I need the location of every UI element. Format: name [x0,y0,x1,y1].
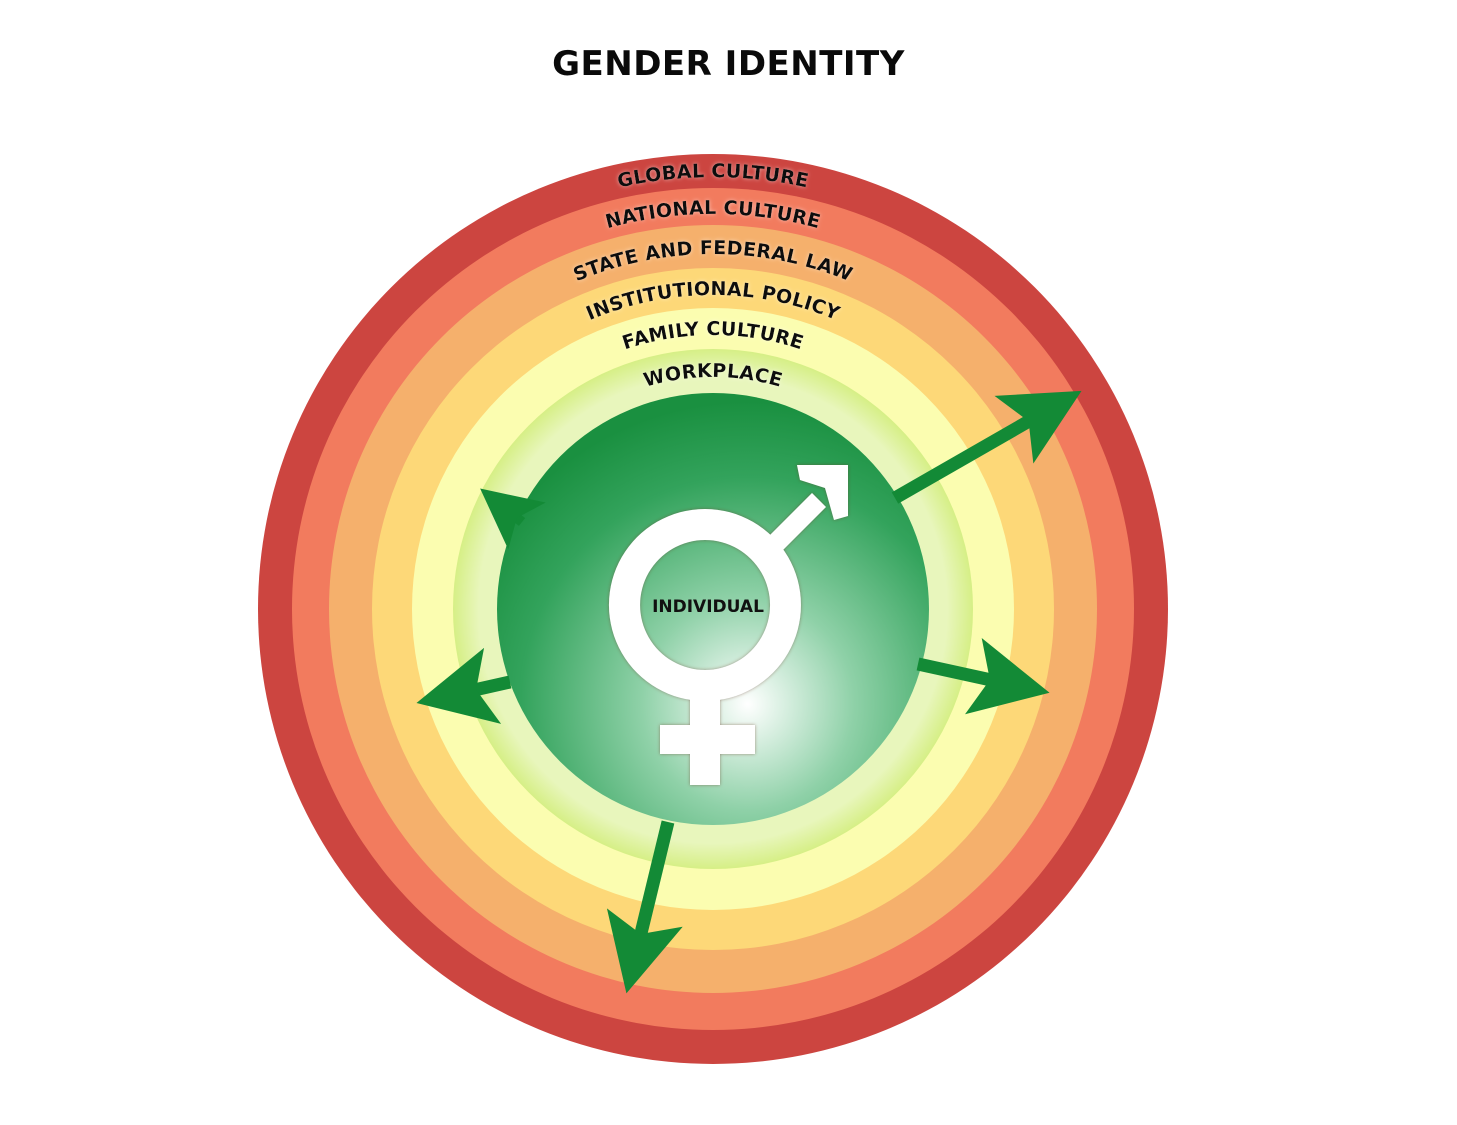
arrow-west-icon [416,647,512,724]
arrows-group [416,390,1082,994]
arrow-northwest-icon [480,488,546,550]
label-individual: INDIVIDUAL [652,597,764,617]
core-individual [497,393,929,825]
diagram-title: GENDER IDENTITY [552,44,905,84]
arrow-northeast-icon [891,390,1082,504]
arrow-east-icon [916,638,1050,715]
arrow-south-icon [606,820,683,994]
transgender-symbol-icon [608,465,848,785]
